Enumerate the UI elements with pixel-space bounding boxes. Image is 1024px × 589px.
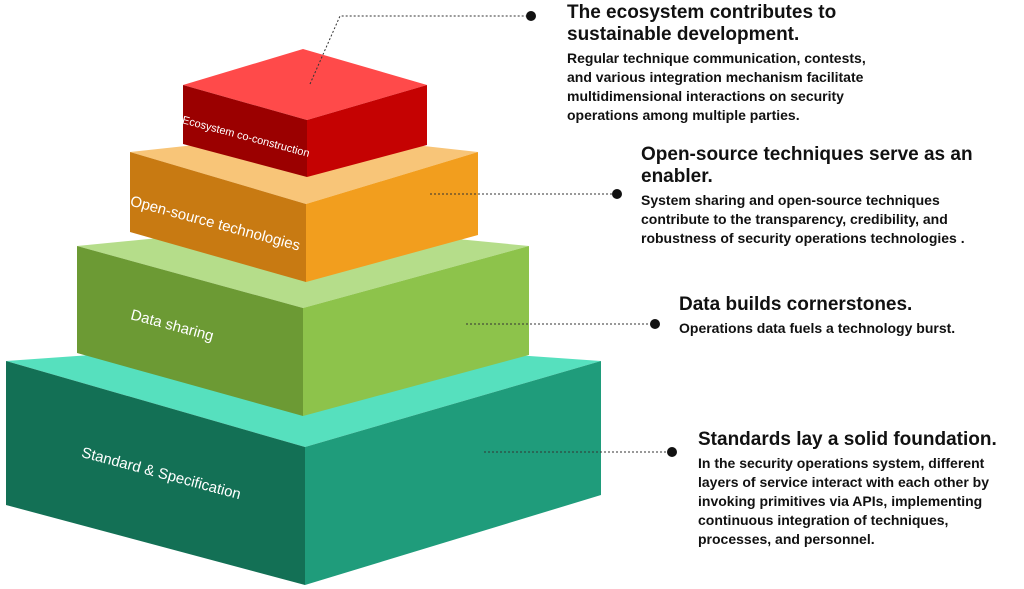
leader-lines: [309, 15, 670, 453]
layer-standard-front: [305, 361, 601, 585]
layer-data-front: [303, 246, 529, 416]
layer-ecosystem-front: [307, 85, 427, 177]
leader-dot-data: [650, 319, 660, 329]
layer-standard-side: [6, 361, 305, 585]
callout-ecosystem-description: Regular technique communication, contest…: [567, 50, 866, 123]
callout-data: Data builds cornerstones. Operations dat…: [679, 294, 1009, 338]
leader-dots: [526, 11, 677, 457]
callout-data-description: Operations data fuels a technology burst…: [679, 320, 956, 336]
callout-ecosystem-title: The ecosystem contributes to sustainable…: [567, 2, 837, 45]
leader-dot-standard: [667, 447, 677, 457]
callout-open-source-title: Open-source techniques serve as an enabl…: [641, 144, 973, 187]
layer-open-source-front: [306, 152, 478, 282]
layer-ecosystem-top: [183, 49, 427, 120]
leader-dot-ecosystem: [526, 11, 536, 21]
callout-standard-title: Standards lay a solid foundation.: [698, 429, 997, 450]
callout-standard-description: In the security operations system, diffe…: [698, 455, 990, 547]
callout-ecosystem: The ecosystem contributes to sustainable…: [567, 2, 867, 125]
layer-data-side: [77, 246, 303, 416]
callout-standard: Standards lay a solid foundation. In the…: [698, 429, 1020, 549]
leader-line-ecosystem: [309, 15, 530, 85]
leader-dot-open-source: [612, 189, 622, 199]
callout-data-title: Data builds cornerstones.: [679, 294, 913, 315]
layer-open-source-side: [130, 152, 306, 282]
callout-open-source-description: System sharing and open-source technique…: [641, 192, 965, 246]
layer-ecosystem-side: [183, 85, 307, 177]
callout-open-source: Open-source techniques serve as an enabl…: [641, 144, 986, 248]
